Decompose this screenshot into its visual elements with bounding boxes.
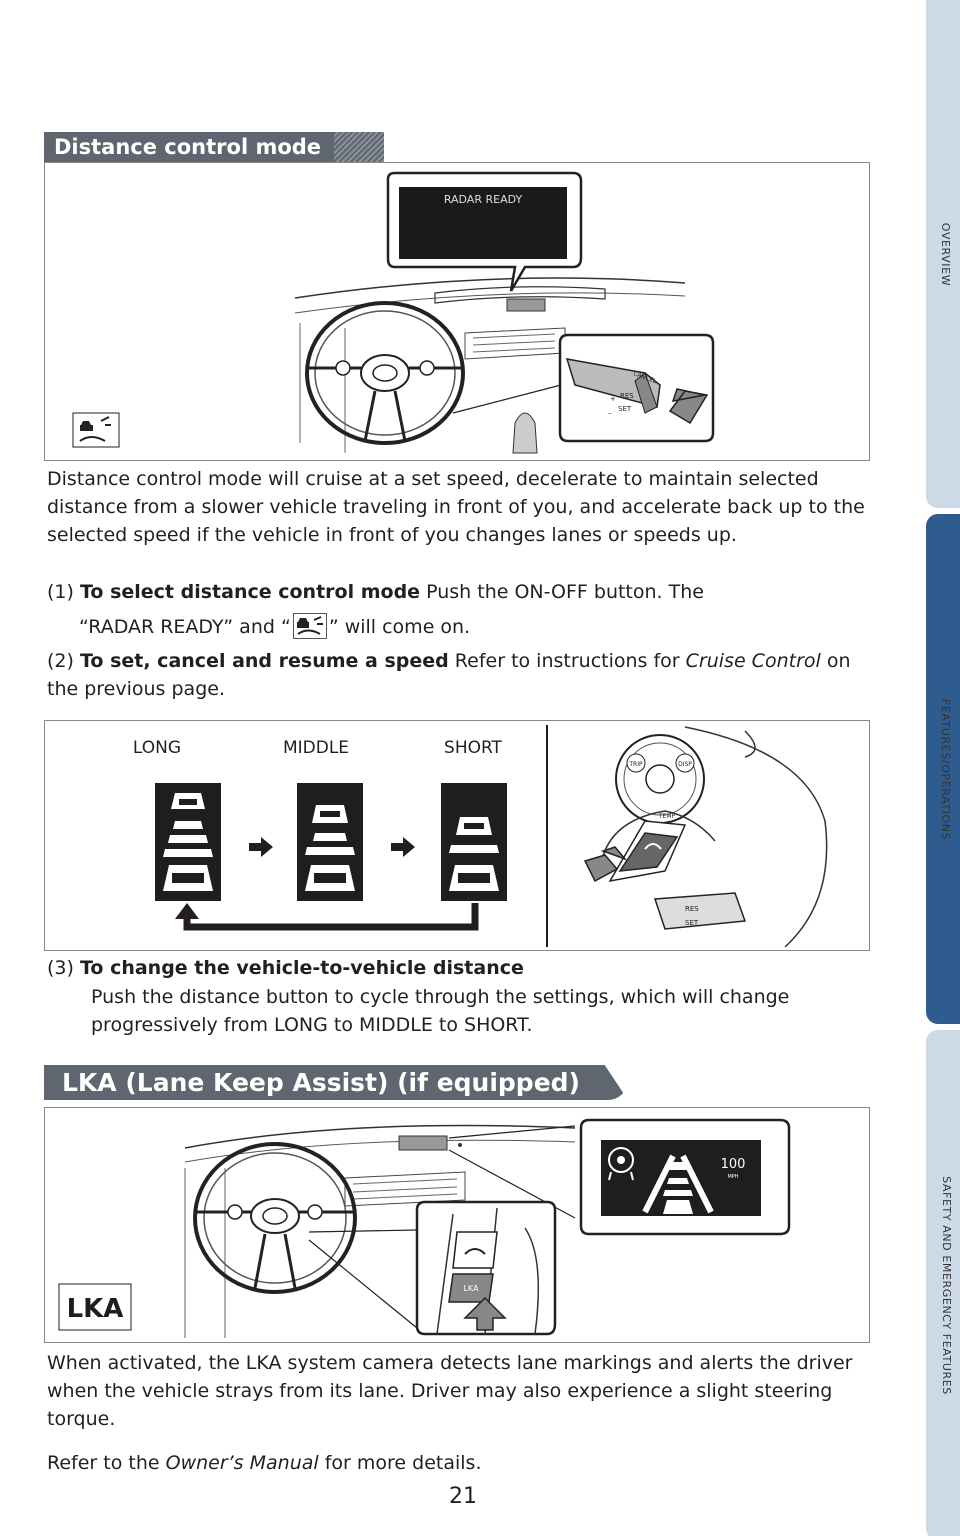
distance-middle-panel xyxy=(297,783,363,901)
steering-switch-illustration: TRIP DISP TEMP RES SET xyxy=(583,726,828,948)
distance-control-description: Distance control mode will cruise at a s… xyxy=(47,468,865,546)
tab-features-operations[interactable]: FEATURES/OPERATIONS xyxy=(926,514,960,1024)
step-1-number: (1) xyxy=(47,581,74,603)
stalk-set-label: SET xyxy=(618,405,632,413)
disp-label: DISP xyxy=(678,761,692,768)
switch-res-label: RES xyxy=(685,905,699,913)
distance-control-figure: RADAR READY + RES – SET CANCEL xyxy=(44,162,870,461)
stalk-minus-label: – xyxy=(608,409,612,417)
switch-set-label: SET xyxy=(685,919,699,927)
owners-manual-reference: Owner’s Manual xyxy=(165,1452,319,1474)
step-1-continued: “RADAR READY” and “ ” will come on. xyxy=(47,612,867,641)
tab-features-label: FEATURES/OPERATIONS xyxy=(939,698,953,840)
distance-long-panel xyxy=(155,783,221,901)
step-3-title: To change the vehicle-to-vehicle distanc… xyxy=(79,957,524,979)
distance-short-panel xyxy=(441,783,507,901)
arrow-right-icon xyxy=(391,837,415,857)
step-1-title: To select distance control mode xyxy=(79,581,421,603)
stalk-res-label: RES xyxy=(620,392,634,400)
step-2-number: (2) xyxy=(47,650,74,672)
step-2-italic: Cruise Control xyxy=(685,650,821,672)
loop-back-arrow xyxy=(183,903,479,931)
step-1: (1) To select distance control mode Push… xyxy=(47,578,867,606)
tab-safety-emergency[interactable]: SAFETY AND EMERGENCY FEATURES xyxy=(926,1030,960,1536)
lka-indicator-badge: LKA xyxy=(58,1283,132,1331)
distance-label-short: SHORT xyxy=(444,738,503,758)
distance-control-heading: Distance control mode xyxy=(44,132,384,163)
tab-overview[interactable]: OVERVIEW xyxy=(926,0,960,508)
distance-setting-illustration: LONG MIDDLE SHORT xyxy=(133,725,828,948)
lka-figure: 100 MPH LKA LKA xyxy=(44,1107,870,1343)
distance-control-indicator-icon xyxy=(72,412,120,448)
distance-control-heading-text: Distance control mode xyxy=(54,135,322,159)
tab-safety-label: SAFETY AND EMERGENCY FEATURES xyxy=(939,1175,953,1395)
temp-label: TEMP xyxy=(658,813,676,820)
trip-label: TRIP xyxy=(628,761,643,768)
radar-ready-display-text: RADAR READY xyxy=(444,193,523,206)
dashboard-illustration: RADAR READY + RES – SET CANCEL xyxy=(72,171,715,454)
lka-steering-icon xyxy=(608,1147,634,1173)
distance-label-middle: MIDDLE xyxy=(283,738,349,758)
tab-overview-label: OVERVIEW xyxy=(939,222,953,286)
lka-display-speed: 100 xyxy=(721,1157,746,1172)
lka-refer-post: for more details. xyxy=(324,1452,482,1474)
lka-display-unit: MPH xyxy=(727,1174,738,1180)
arrow-up-icon xyxy=(175,903,199,919)
lka-heading-text: LKA (Lane Keep Assist) (if equipped) xyxy=(62,1068,580,1097)
lka-description: When activated, the LKA system camera de… xyxy=(47,1352,853,1430)
lka-button-label: LKA xyxy=(463,1284,479,1293)
page-number: 21 xyxy=(449,1484,477,1509)
lka-illustration: 100 MPH LKA LKA xyxy=(58,1118,791,1338)
arrow-right-icon xyxy=(249,837,273,857)
stalk-plus-label: + xyxy=(610,395,616,403)
step-1-text-b-pre: “RADAR READY” and “ xyxy=(79,616,291,638)
distance-control-inline-icon xyxy=(292,612,327,639)
step-2-title: To set, cancel and resume a speed xyxy=(79,650,449,672)
lka-heading: LKA (Lane Keep Assist) (if equipped) xyxy=(44,1065,628,1100)
lka-badge-text: LKA xyxy=(67,1294,124,1324)
lka-refer-pre: Refer to the xyxy=(47,1452,160,1474)
step-2-text-a: Refer to instructions for xyxy=(454,650,680,672)
step-3-text: Push the distance button to cycle throug… xyxy=(91,986,790,1036)
step-1-text-b-post: ” will come on. xyxy=(328,616,471,638)
distance-label-long: LONG xyxy=(133,738,181,758)
step-3: (3) To change the vehicle-to-vehicle dis… xyxy=(47,954,867,982)
distance-setting-figure: LONG MIDDLE SHORT xyxy=(44,720,870,951)
step-3-number: (3) xyxy=(47,957,74,979)
step-2: (2) To set, cancel and resume a speed Re… xyxy=(47,647,867,703)
push-arrow-icon xyxy=(463,1296,507,1331)
lka-refer: Refer to the Owner’s Manual for more det… xyxy=(47,1449,867,1477)
step-1-text-a: Push the ON-OFF button. The xyxy=(426,581,704,603)
step-2-text-b: on the previous page. xyxy=(47,650,851,700)
